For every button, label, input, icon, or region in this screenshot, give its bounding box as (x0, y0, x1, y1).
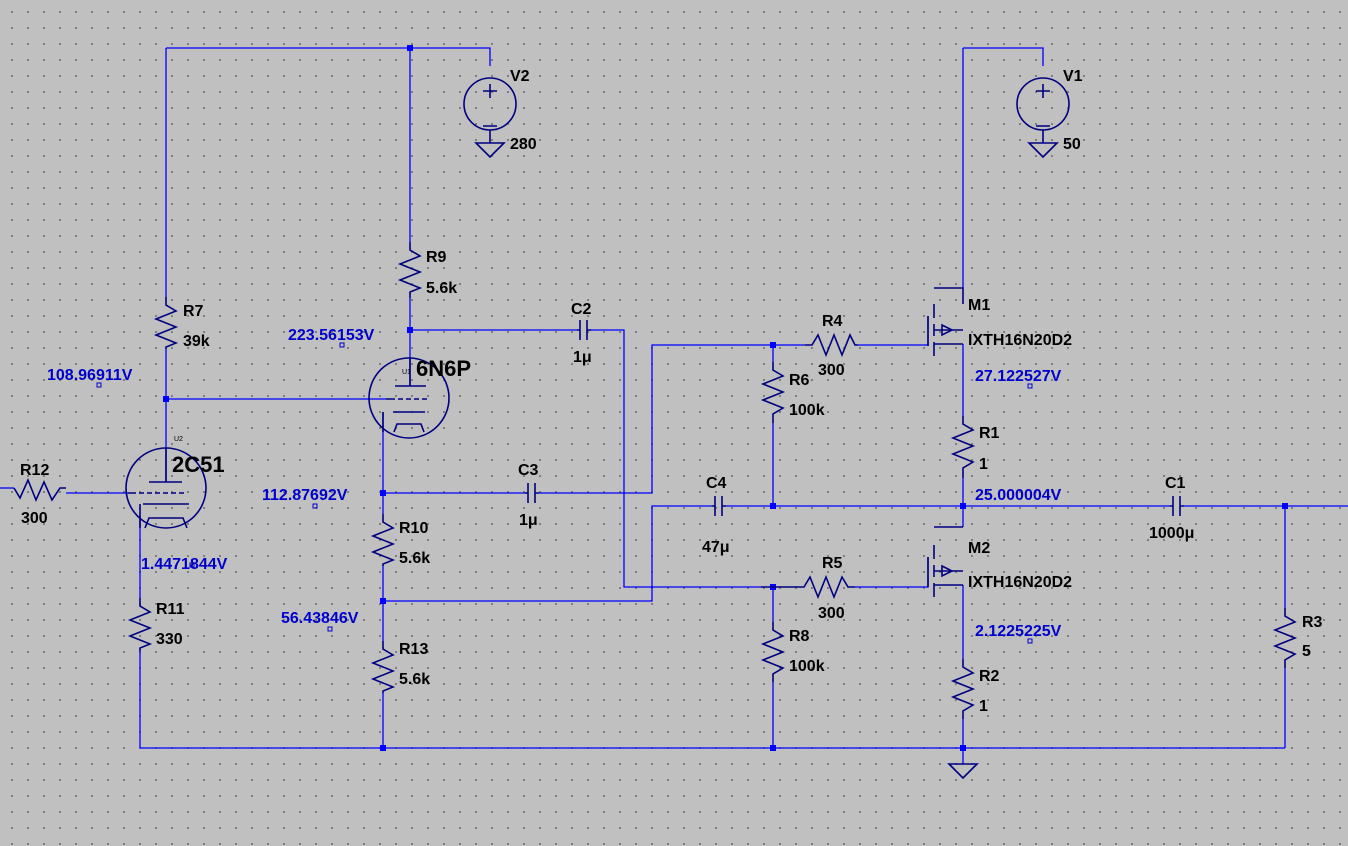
r12-name: R12 (20, 462, 49, 479)
r4-name: R4 (822, 313, 843, 330)
v2-value: 280 (510, 136, 537, 153)
c4-name: C4 (706, 475, 727, 492)
r11-value: 330 (156, 631, 183, 648)
v1-value: 50 (1063, 136, 1081, 153)
r6-value: 100k (789, 402, 825, 419)
r2-value: 1 (979, 698, 988, 715)
r1-name: R1 (979, 425, 1000, 442)
v2-name: V2 (510, 68, 530, 85)
m1-name: M1 (968, 297, 990, 314)
voltage-u2-cathode: 1.4471844V (141, 556, 228, 573)
resistor-r3[interactable]: R3 5 (1272, 608, 1323, 668)
resistor-r13[interactable]: R13 5.6k (370, 641, 430, 693)
c3-value: 1μ (519, 512, 538, 529)
r4-value: 300 (818, 362, 845, 379)
r12-value: 300 (21, 510, 48, 527)
v1-name: V1 (1063, 68, 1083, 85)
resistor-r7[interactable]: R7 39k (153, 297, 210, 350)
capacitor-c3[interactable]: C3 1μ (518, 462, 539, 529)
m2-name: M2 (968, 540, 990, 557)
c4-value: 47μ (702, 539, 730, 556)
resistor-r11[interactable]: R11 330 (127, 598, 185, 651)
r8-name: R8 (789, 628, 810, 645)
resistor-r4[interactable]: R4 300 (805, 313, 858, 379)
capacitor-c1[interactable]: C1 1000μ (1149, 475, 1194, 542)
r3-value: 5 (1302, 643, 1311, 660)
r1-value: 1 (979, 456, 988, 473)
voltage-u1-plate: 223.56153V (288, 327, 375, 344)
voltage-m2-source: 2.1225225V (975, 623, 1062, 640)
resistor-r6[interactable]: R6 100k (760, 362, 825, 423)
c1-value: 1000μ (1149, 525, 1194, 542)
mosfet-m2[interactable]: M2 IXTH16N20D2 (927, 526, 1072, 597)
r10-value: 5.6k (399, 550, 430, 567)
m1-value: IXTH16N20D2 (968, 332, 1072, 349)
r9-name: R9 (426, 249, 447, 266)
r7-name: R7 (183, 303, 204, 320)
m2-value: IXTH16N20D2 (968, 574, 1072, 591)
c1-name: C1 (1165, 475, 1186, 492)
r9-value: 5.6k (426, 280, 457, 297)
u2-ref: U2 (174, 436, 183, 443)
voltage-output: 25.000004V (975, 487, 1062, 504)
r13-value: 5.6k (399, 671, 430, 688)
node-voltages: 223.56153V 108.96911V 27.122527V 25.0000… (47, 327, 1062, 644)
resistor-r12[interactable]: R12 300 (13, 462, 66, 527)
resistor-r10[interactable]: R10 5.6k (370, 514, 430, 567)
u1-ref: U1 (402, 369, 411, 376)
capacitor-c4[interactable]: C4 47μ (702, 475, 730, 556)
wires (0, 47, 1348, 764)
r11-name: R11 (156, 601, 185, 618)
r13-name: R13 (399, 641, 428, 658)
resistor-r5[interactable]: R5 300 (761, 555, 855, 622)
triode-u1[interactable]: U1 6N6P (368, 356, 471, 439)
r3-name: R3 (1302, 614, 1323, 631)
u2-name: 2C51 (172, 452, 225, 477)
mosfet-m1[interactable]: M1 IXTH16N20D2 (927, 287, 1072, 356)
resistor-r2[interactable]: R2 1 (950, 659, 1000, 719)
voltage-source-v2[interactable]: V2 280 (463, 68, 537, 159)
u1-name: 6N6P (416, 356, 471, 381)
r10-name: R10 (399, 520, 428, 537)
voltage-divider: 56.43846V (281, 610, 359, 627)
r2-name: R2 (979, 668, 1000, 685)
c3-name: C3 (518, 462, 539, 479)
triode-u2[interactable]: U2 2C51 (125, 436, 225, 529)
r5-name: R5 (822, 555, 843, 572)
c2-value: 1μ (573, 349, 592, 366)
capacitor-c2[interactable]: C2 1μ (571, 301, 592, 366)
resistor-r9[interactable]: R9 5.6k (397, 242, 457, 298)
voltage-u1-cathode: 112.87692V (262, 487, 348, 504)
r7-value: 39k (183, 333, 210, 350)
voltage-source-v1[interactable]: V1 50 (1016, 68, 1083, 159)
r6-name: R6 (789, 372, 810, 389)
ground-symbol (947, 763, 979, 780)
junctions (163, 45, 1288, 751)
r5-value: 300 (818, 605, 845, 622)
resistor-r8[interactable]: R8 100k (760, 622, 825, 682)
resistor-r1[interactable]: R1 1 (950, 416, 1000, 478)
c2-name: C2 (571, 301, 592, 318)
r8-value: 100k (789, 658, 825, 675)
voltage-m1-source: 27.122527V (975, 368, 1062, 385)
voltage-u2-plate: 108.96911V (47, 367, 133, 384)
